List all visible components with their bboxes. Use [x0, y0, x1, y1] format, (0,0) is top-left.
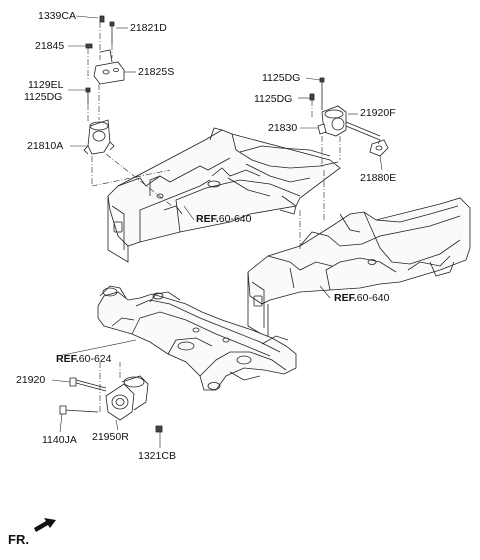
roll-rod-mount-21950R — [59, 375, 163, 433]
bracket-21880E — [369, 139, 389, 157]
label-21880E: 21880E — [360, 172, 397, 184]
label-1125DG-c: 1125DG — [254, 93, 293, 105]
label-1129EL: 1129EL — [28, 79, 64, 91]
left-side-member — [107, 127, 341, 263]
dashed-connectors — [87, 22, 381, 412]
label-21845: 21845 — [35, 40, 65, 52]
crossmember — [97, 285, 297, 391]
label-1321CB: 1321CB — [138, 450, 176, 462]
ref-prefix: REF. — [196, 213, 219, 225]
front-marker-label: FR. — [8, 532, 29, 547]
engine-mount-21830 — [309, 77, 381, 141]
ref-number: 60-640 — [356, 292, 390, 304]
label-21825S: 21825S — [138, 66, 175, 78]
ref-prefix: REF. — [56, 353, 79, 365]
label-21810A: 21810A — [27, 140, 64, 152]
ref-prefix: REF. — [334, 292, 357, 304]
engine-mount-21810A — [83, 119, 115, 155]
leader-lines — [51, 15, 383, 448]
ref-label-60-640-lower: REF.60-640 — [334, 293, 389, 304]
label-21920: 21920 — [16, 374, 46, 386]
label-1140JA: 1140JA — [42, 434, 77, 446]
fasteners-upper-left — [85, 15, 115, 104]
front-arrow-icon — [34, 518, 56, 532]
label-21920F: 21920F — [360, 107, 396, 119]
ref-label-60-640-upper: REF.60-640 — [196, 214, 251, 225]
label-1125DG-a: 1125DG — [24, 91, 63, 103]
ref-number: 60-624 — [78, 353, 112, 365]
label-21821D: 21821D — [130, 22, 167, 34]
label-1125DG-b: 1125DG — [262, 72, 301, 84]
label-1339CA: 1339CA — [38, 10, 76, 22]
ref-number: 60-640 — [218, 213, 252, 225]
bracket-21825S — [93, 49, 125, 85]
right-side-member — [247, 197, 471, 339]
label-21950R: 21950R — [92, 431, 129, 443]
ref-label-60-624: REF.60-624 — [56, 354, 111, 365]
label-21830: 21830 — [268, 122, 298, 134]
